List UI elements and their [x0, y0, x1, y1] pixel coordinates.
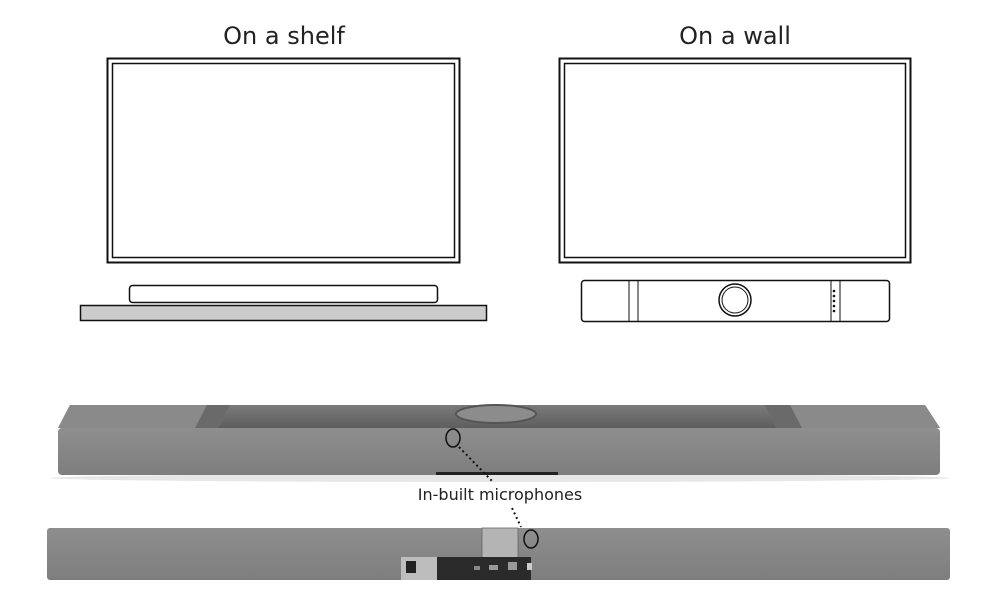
rear-microphone-marker [523, 529, 539, 549]
front-microphone-marker [445, 428, 461, 448]
wall-soundbar-illustration [580, 279, 891, 323]
shelf-tv-illustration [106, 57, 461, 264]
shelf-illustration [79, 304, 488, 322]
shelf-title: On a shelf [223, 22, 345, 50]
shelf-soundbar-illustration [128, 284, 439, 304]
soundbar-rear-view [47, 507, 950, 580]
wall-title: On a wall [679, 22, 791, 50]
microphones-callout-label: In-built microphones [417, 485, 583, 504]
wall-tv-illustration [558, 57, 912, 264]
soundbar-front-view [50, 404, 950, 482]
